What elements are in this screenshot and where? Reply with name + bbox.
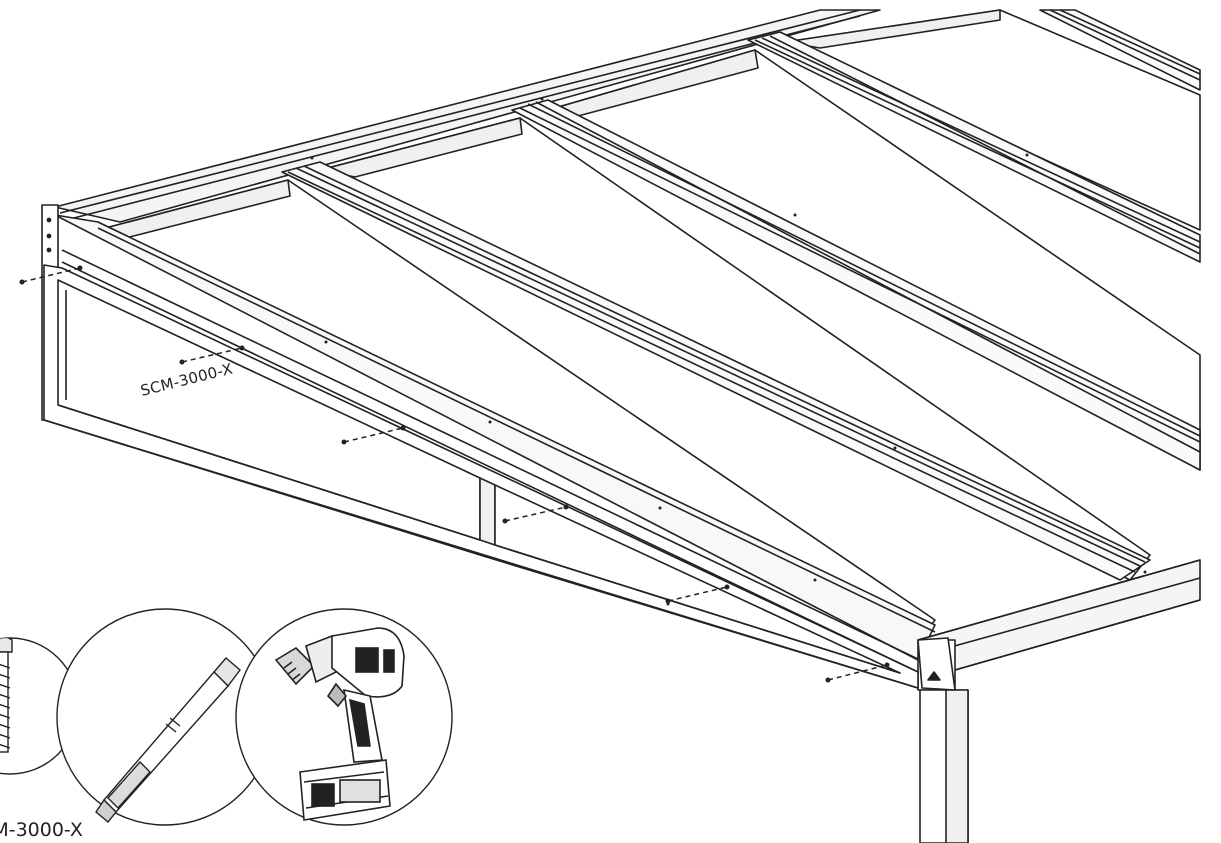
tool-circle-screw: [0, 637, 79, 775]
rafters: [281, 9, 1201, 581]
part-label-circle: SCM-3000-X: [0, 819, 83, 841]
drill-bit-icon: [95, 657, 241, 823]
panel-top-edges: [97, 9, 1001, 241]
back-rail: [54, 9, 881, 223]
roof-structure: [41, 9, 1201, 843]
side-wedge-panel: [43, 264, 919, 689]
tool-circle-bit: [56, 608, 274, 826]
front-corner-cap: [917, 637, 956, 691]
screw-guide-starts: [19, 279, 831, 683]
screw-guides: [21, 267, 888, 681]
screw-holes: [77, 97, 1147, 668]
front-post: [919, 689, 969, 843]
cordless-drill-icon: [274, 627, 405, 821]
side-rafter: [54, 214, 936, 673]
tool-circle-drill: [235, 608, 453, 826]
screw-icon: [0, 638, 13, 753]
front-gutter: [917, 559, 1201, 691]
